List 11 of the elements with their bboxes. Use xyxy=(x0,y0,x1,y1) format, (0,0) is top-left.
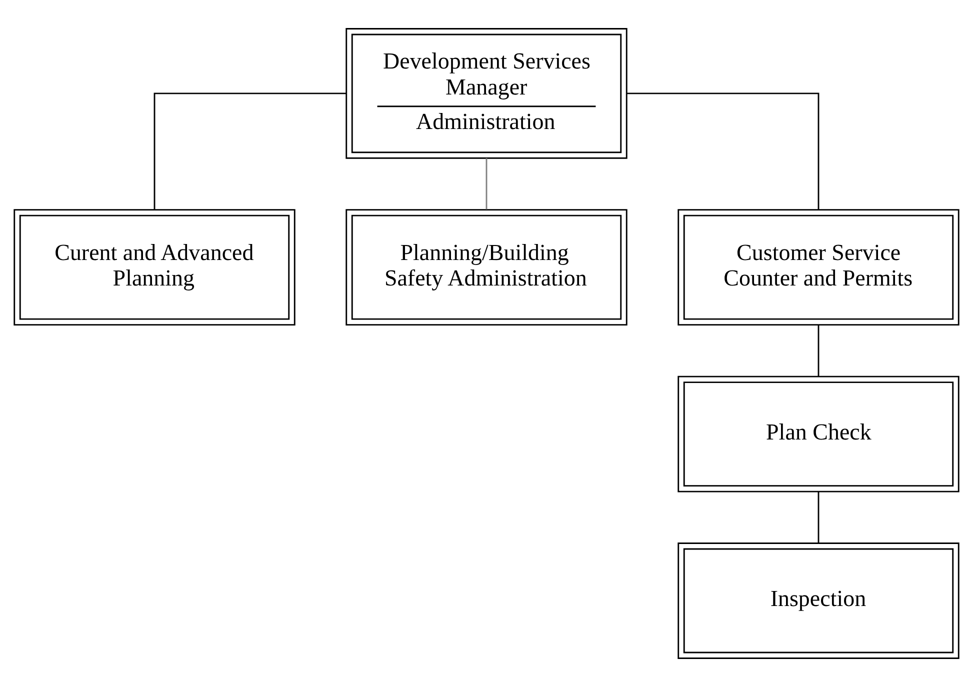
node-box: Curent and Advanced Planning xyxy=(14,209,296,326)
connector xyxy=(626,92,820,210)
connector xyxy=(486,158,488,210)
connector xyxy=(818,325,820,376)
node-box: Planning/Building Safety Administration xyxy=(346,209,628,326)
node-box: Customer Service Counter and Permits xyxy=(678,209,960,326)
connector xyxy=(154,92,346,210)
connector xyxy=(818,492,820,544)
node-box: Inspection xyxy=(678,542,960,659)
node-box: Plan Check xyxy=(678,376,960,492)
node-box: Development Services Manager Administration xyxy=(346,28,628,159)
